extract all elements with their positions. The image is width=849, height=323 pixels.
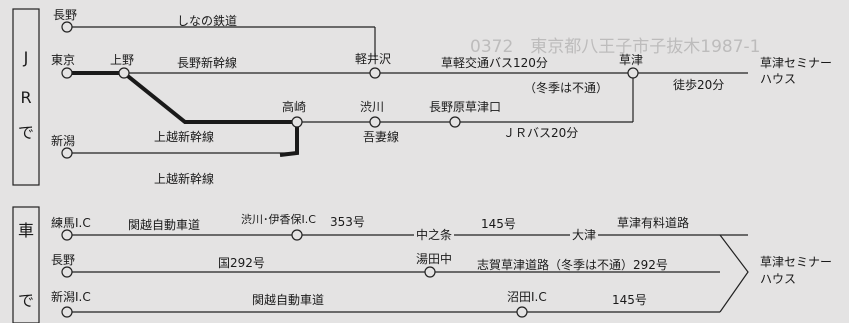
label-karuizawa: 軽井沢 xyxy=(355,52,392,66)
label-nagano: 長野 xyxy=(53,8,78,22)
label-kusatsu: 草津 xyxy=(619,53,644,67)
label-nerima-ic: 練馬I.C xyxy=(51,216,91,230)
station-tokyo xyxy=(61,67,73,79)
station-naganohara xyxy=(449,116,461,128)
ic-shibukawa-ikaho xyxy=(291,229,303,241)
ic-niigata xyxy=(61,306,73,318)
label-naganohara: 長野原草津口 xyxy=(429,100,502,114)
label-jr-bus: ＪＲバス20分 xyxy=(503,126,579,140)
label-shiga-road: 志賀草津道路（冬季は不通）292号 xyxy=(477,258,668,272)
label-otsu: 大津 xyxy=(570,228,599,242)
station-niigata xyxy=(61,147,73,159)
label-yudanaka: 湯田中 xyxy=(416,252,453,266)
ueno-takasaki-line xyxy=(122,71,297,124)
label-shinano-railway: しなの鉄道 xyxy=(177,14,238,28)
ic-nerima xyxy=(61,229,73,241)
station-karuizawa xyxy=(369,67,381,79)
label-niigata-ic: 新潟I.C xyxy=(51,290,91,304)
label-nagano-car: 長野 xyxy=(51,253,76,267)
label-joetsu-shinkansen-1: 上越新幹線 xyxy=(154,130,215,144)
car-section-box xyxy=(12,206,40,323)
label-seminar-house-car-1: 草津セミナー xyxy=(760,255,833,269)
label-shibukawa-ikaho-ic: 渋川･伊香保I.C xyxy=(241,213,316,226)
point-nagano-car xyxy=(61,266,73,278)
station-ueno xyxy=(118,67,130,79)
label-winter-closed: （冬季は不通） xyxy=(524,81,609,95)
label-kusakaru-bus: 草軽交通バス120分 xyxy=(441,56,548,70)
station-takasaki xyxy=(291,116,303,128)
jr-section-box xyxy=(12,8,40,186)
label-toll-road: 草津有料道路 xyxy=(617,216,690,230)
label-seminar-house-car-2: ハウス xyxy=(760,272,797,286)
label-route-145: 145号 xyxy=(481,217,516,231)
ic-numata xyxy=(516,306,528,318)
label-numata-ic: 沼田I.C xyxy=(507,290,547,304)
label-kanetsu: 関越自動車道 xyxy=(128,218,201,232)
background-header-text: 0372 東京都八王子市子抜木1987-1 xyxy=(470,37,761,57)
label-nakanojo: 中之条 xyxy=(414,228,455,242)
station-kusatsu xyxy=(627,67,639,79)
label-niigata: 新潟 xyxy=(51,134,76,148)
label-nagano-shinkansen: 長野新幹線 xyxy=(177,56,238,70)
label-agatsuma-line: 吾妻線 xyxy=(363,130,400,144)
station-nagano xyxy=(61,21,73,33)
label-tokyo: 東京 xyxy=(51,53,76,67)
label-seminar-house-jr-2: ハウス xyxy=(760,72,797,86)
section-jr-de: で xyxy=(17,123,34,142)
label-seminar-house-jr-1: 草津セミナー xyxy=(760,56,833,70)
section-jr-j: J xyxy=(23,48,29,67)
section-car-de: で xyxy=(17,291,34,310)
section-car-kuruma: 車 xyxy=(17,221,34,240)
label-kanetsu-2: 関越自動車道 xyxy=(252,293,325,307)
section-jr-r: R xyxy=(20,88,32,107)
label-route-292: 国292号 xyxy=(218,256,265,270)
label-route-353: 353号 xyxy=(330,215,365,229)
takasaki-niigata-line xyxy=(279,122,299,157)
label-route-145-2: 145号 xyxy=(612,293,647,307)
label-ueno: 上野 xyxy=(110,53,135,67)
label-walk: 徒歩20分 xyxy=(673,78,725,92)
label-takasaki: 高崎 xyxy=(282,100,307,114)
label-shibukawa: 渋川 xyxy=(360,100,385,114)
station-shibukawa xyxy=(369,116,381,128)
point-yudanaka xyxy=(424,266,436,278)
label-joetsu-shinkansen-2: 上越新幹線 xyxy=(154,172,215,186)
